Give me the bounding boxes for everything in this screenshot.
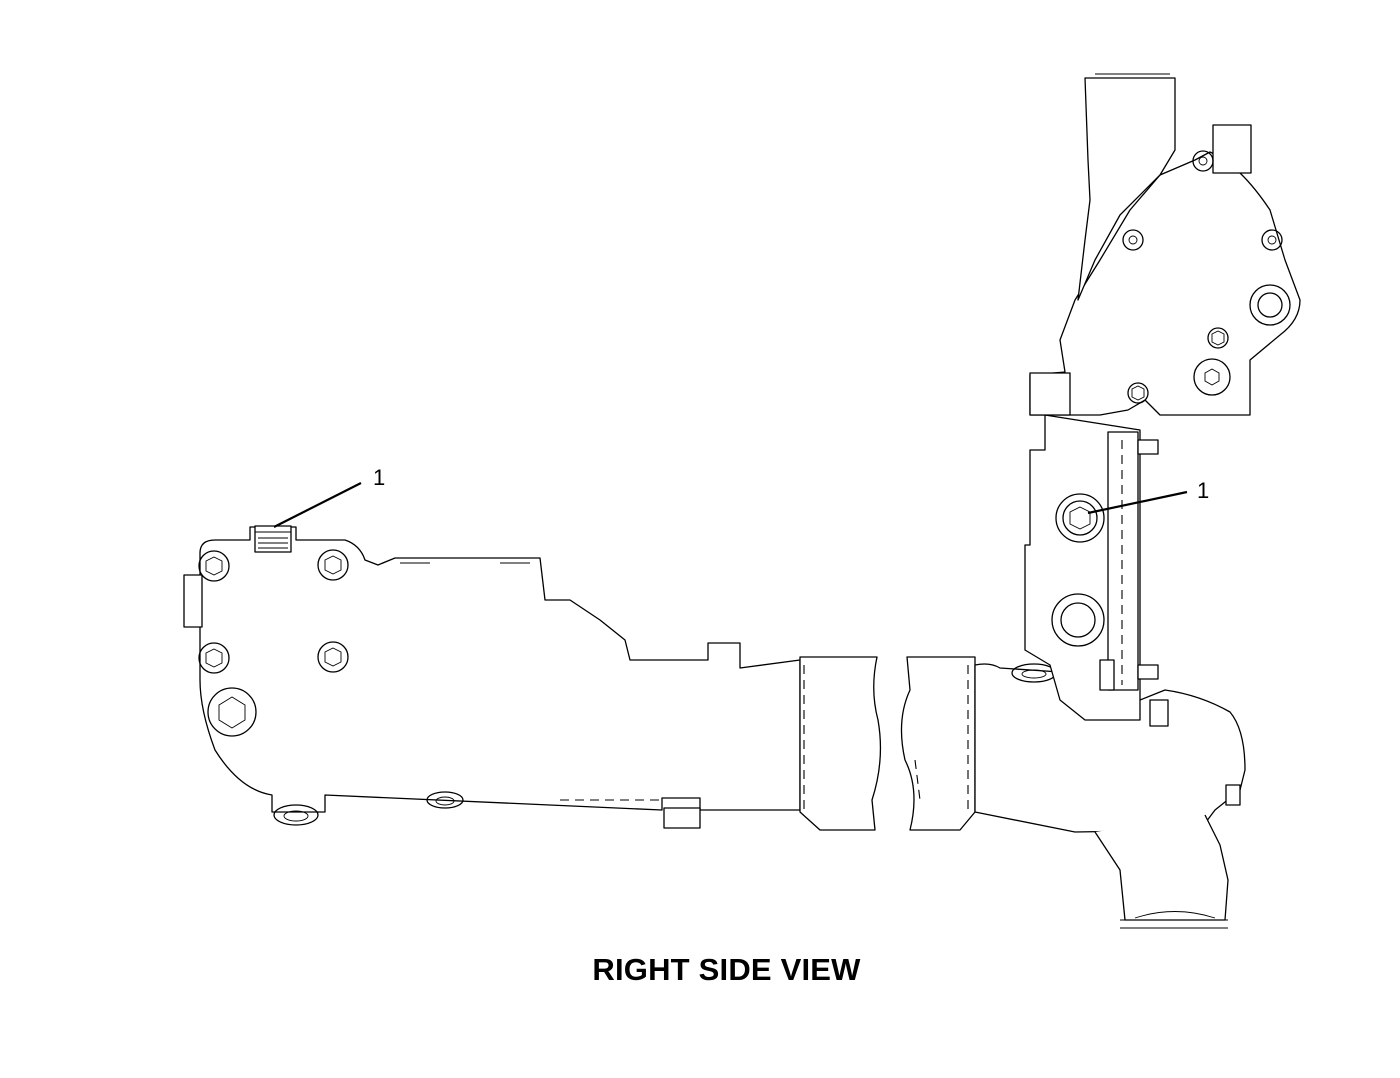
callout-left: 1 [273, 465, 385, 528]
right-elbow-section [974, 663, 1246, 929]
callout-right: 1 [1087, 478, 1209, 515]
callout-leader-left [273, 482, 362, 528]
callout-label-left: 1 [373, 465, 385, 490]
sleeve-section [799, 656, 976, 831]
left-manifold-section [183, 525, 801, 829]
view-caption: RIGHT SIDE VIEW [592, 952, 861, 987]
callout-leader-right [1087, 490, 1188, 515]
vertical-riser-section [1024, 73, 1301, 721]
callout-label-right: 1 [1197, 478, 1209, 503]
